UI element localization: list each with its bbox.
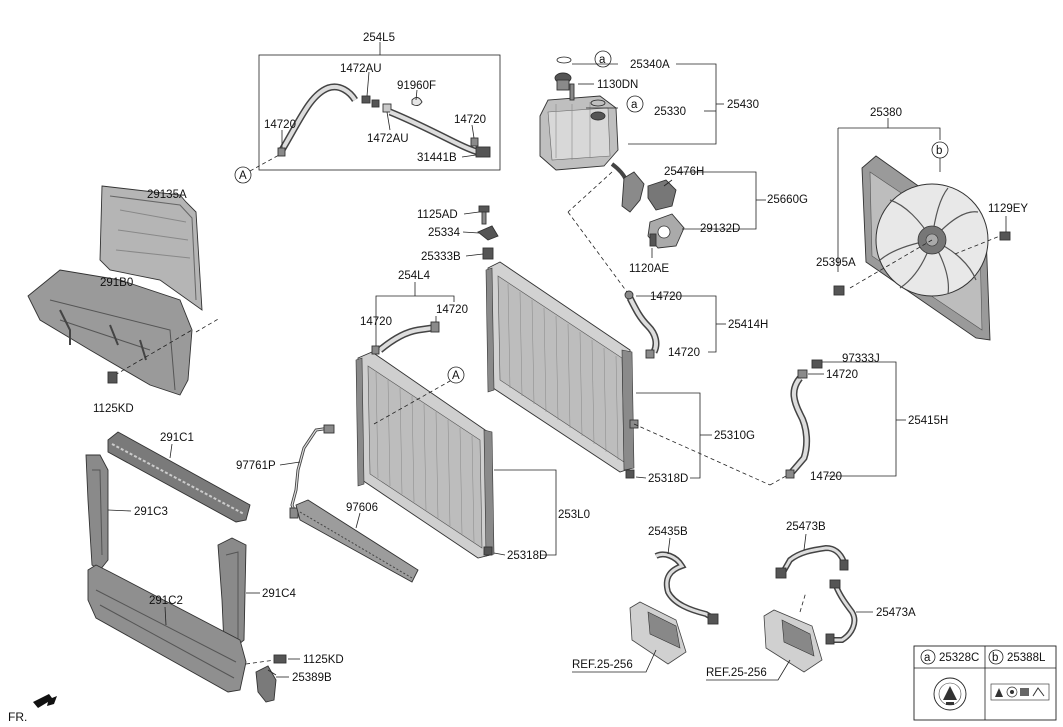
label-25334: 25334 — [428, 227, 461, 239]
label-14720-25415H-top: 14720 — [826, 369, 858, 381]
label-25395A: 25395A — [816, 257, 856, 269]
label-25330: 25330 — [654, 106, 686, 118]
bolt-1125AD — [478, 205, 490, 225]
label-291C1: 291C1 — [160, 432, 194, 444]
label-97333J: 97333J — [842, 353, 880, 365]
legend-table — [913, 645, 1057, 721]
label-253L0: 253L0 — [558, 509, 590, 521]
label-1125KD-top: 1125KD — [93, 403, 134, 415]
front-arrow-icon — [33, 694, 57, 708]
label-25476H: 25476H — [664, 166, 704, 178]
svg-text:A: A — [452, 370, 460, 382]
label-291C4: 291C4 — [262, 588, 296, 600]
bracket-25334 — [477, 225, 499, 241]
hose-25415H — [633, 359, 823, 486]
warning-label-icon — [990, 683, 1050, 701]
label-1472AU-top: 1472AU — [340, 63, 382, 75]
legend-b-letter: b — [992, 652, 998, 664]
callout-a-reservoir: a — [626, 95, 644, 113]
fan-shroud-25380 — [833, 155, 1011, 341]
label-291C3: 291C3 — [134, 506, 168, 518]
label-29132D: 29132D — [700, 223, 740, 235]
hose-254L4 — [371, 295, 455, 355]
valve-25660G — [621, 171, 685, 249]
ac-line-97761P — [289, 424, 335, 519]
label-1120AE: 1120AE — [629, 263, 669, 275]
label-1130DN: 1130DN — [597, 79, 638, 91]
label-97606: 97606 — [346, 502, 378, 514]
radiator-25310G — [485, 261, 639, 479]
label-25435B: 25435B — [648, 526, 688, 538]
oil-cooler-right — [763, 591, 823, 673]
label-291B0: 291B0 — [100, 277, 133, 289]
hose-25473B — [775, 544, 849, 579]
label-31441B: 31441B — [417, 152, 457, 164]
label-254L5: 254L5 — [363, 32, 395, 44]
mount-25333B — [482, 247, 494, 260]
svg-text:a: a — [631, 99, 638, 111]
cap-warning-icon — [933, 677, 967, 711]
label-1472AU-bottom: 1472AU — [367, 133, 409, 145]
hose-25435B — [629, 551, 719, 665]
svg-text:a: a — [599, 54, 606, 66]
label-14720-254L4-left: 14720 — [360, 316, 392, 328]
label-14720-left: 14720 — [264, 119, 296, 131]
legend-a-part: 25328C — [939, 652, 979, 664]
hose-25473A — [825, 579, 858, 645]
hose-kit-254L5 — [258, 42, 501, 171]
label-25414H: 25414H — [728, 319, 768, 331]
svg-text:A: A — [239, 170, 247, 182]
callout-A-middle: A — [447, 366, 465, 384]
label-REF-25-256-right: REF.25-256 — [706, 667, 767, 679]
label-25310G: 25310G — [714, 430, 755, 442]
label-25660G: 25660G — [767, 194, 808, 206]
bracket-25389B — [255, 654, 287, 703]
label-25473A: 25473A — [876, 607, 916, 619]
label-1125KD-bottom: 1125KD — [303, 654, 344, 666]
label-1125AD: 1125AD — [417, 209, 458, 221]
label-14720-25415H-bottom: 14720 — [810, 471, 842, 483]
label-14720-right: 14720 — [454, 114, 486, 126]
label-14720-25414H-top: 14720 — [650, 291, 682, 303]
air-guard-29135A — [99, 185, 203, 311]
label-25380: 25380 — [870, 107, 902, 119]
label-1129EY: 1129EY — [988, 203, 1028, 215]
carrier-291C1 — [107, 431, 251, 523]
air-guard-291B0 — [27, 269, 221, 396]
reservoir-25430 — [539, 56, 631, 297]
hose-25414H — [624, 290, 660, 359]
label-97761P: 97761P — [236, 460, 276, 472]
label-25318D-top: 25318D — [648, 473, 688, 485]
legend-a-letter: a — [924, 652, 931, 664]
callout-A-left: A — [234, 154, 280, 184]
label-25318D-bottom: 25318D — [507, 550, 547, 562]
condenser-97606 — [295, 499, 419, 583]
label-14720-25414H-bottom: 14720 — [668, 347, 700, 359]
svg-text:b: b — [936, 145, 942, 157]
carrier-291C3 — [85, 454, 109, 571]
callout-b-fan: b — [931, 141, 949, 159]
label-254L4: 254L4 — [398, 270, 431, 282]
front-label: FR. — [8, 710, 27, 724]
label-91960F: 91960F — [397, 80, 436, 92]
radiator-253L0 — [355, 351, 495, 559]
label-29135A: 29135A — [147, 189, 187, 201]
label-25333B: 25333B — [421, 251, 461, 263]
label-REF-25-256-left: REF.25-256 — [572, 659, 633, 671]
label-14720-254L4-right: 14720 — [436, 304, 468, 316]
label-25389B: 25389B — [292, 672, 332, 684]
label-25473B: 25473B — [786, 521, 826, 533]
legend-b-part: 25388L — [1007, 652, 1046, 664]
label-25340A: 25340A — [630, 59, 670, 71]
callout-a-cap: a — [594, 50, 612, 68]
carrier-291C2 — [87, 564, 276, 693]
label-25415H: 25415H — [908, 415, 948, 427]
label-291C2: 291C2 — [149, 595, 183, 607]
label-25430: 25430 — [727, 99, 759, 111]
